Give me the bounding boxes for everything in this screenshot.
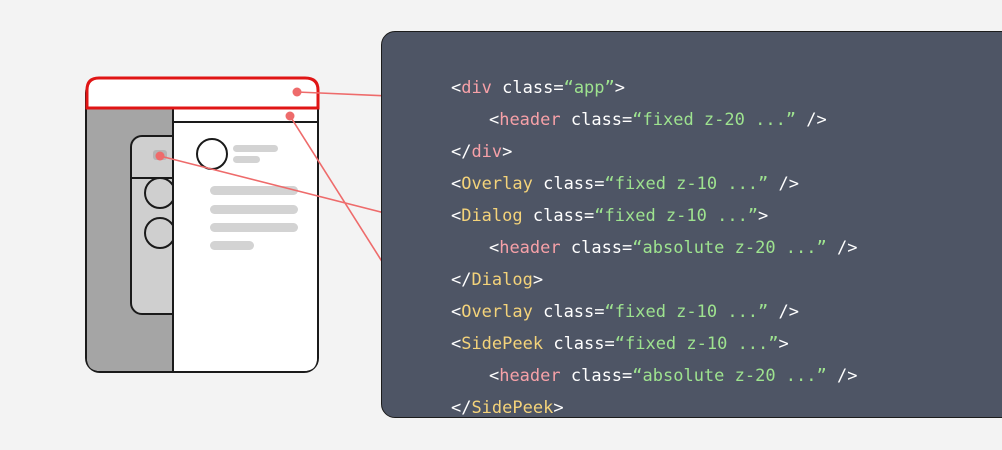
side-peek-avatar bbox=[196, 138, 228, 170]
code-token: /> bbox=[768, 174, 799, 194]
code-line-9: <SidePeek class=“fixed z-10 ...”> bbox=[410, 308, 789, 380]
code-token: class= bbox=[560, 238, 633, 258]
code-token: div bbox=[461, 78, 492, 98]
code-token: “fixed z-20 ...” bbox=[632, 110, 797, 130]
side-peek-subtitle-line bbox=[233, 156, 260, 163]
code-token: SidePeek bbox=[461, 334, 544, 354]
code-token: < bbox=[488, 238, 500, 258]
side-peek-panel bbox=[173, 108, 317, 371]
code-token: Overlay bbox=[461, 174, 533, 194]
code-token: </ bbox=[450, 270, 472, 290]
code-token: > bbox=[532, 270, 544, 290]
side-peek-text-line-2 bbox=[210, 205, 298, 214]
code-token: class= bbox=[491, 78, 564, 98]
code-token: header bbox=[499, 238, 561, 258]
code-line-11: </SidePeek> bbox=[410, 372, 564, 444]
code-token: class= bbox=[560, 110, 633, 130]
code-token: < bbox=[488, 366, 500, 386]
code-token: Dialog bbox=[461, 206, 523, 226]
code-token: > bbox=[778, 334, 789, 354]
code-token: > bbox=[502, 142, 513, 162]
connector-dot-dialog-header bbox=[155, 151, 165, 161]
code-token: “fixed z-10 ...” bbox=[614, 334, 779, 354]
code-line-5: <Dialog class=“fixed z-10 ...”> bbox=[410, 180, 768, 252]
code-token: “fixed z-10 ...” bbox=[594, 206, 759, 226]
code-token: < bbox=[450, 334, 462, 354]
code-token: /> bbox=[826, 366, 858, 386]
code-token: class= bbox=[532, 174, 605, 194]
code-token: < bbox=[488, 110, 500, 130]
code-token: < bbox=[450, 206, 462, 226]
code-line-2: <header class=“fixed z-20 ...” /> bbox=[448, 84, 827, 156]
code-line-4: <Overlay class=“fixed z-10 ...” /> bbox=[410, 148, 799, 220]
code-token: /> bbox=[768, 302, 799, 322]
code-token: > bbox=[553, 398, 564, 418]
code-token: SidePeek bbox=[471, 398, 554, 418]
code-token: div bbox=[471, 142, 503, 162]
code-token: Dialog bbox=[471, 270, 533, 290]
side-peek-text-line-1 bbox=[210, 186, 298, 195]
connector-dot-app-header bbox=[292, 87, 302, 97]
side-peek-text-line-3 bbox=[210, 223, 298, 232]
code-token: Overlay bbox=[461, 302, 533, 322]
code-token: class= bbox=[532, 302, 605, 322]
code-token: > bbox=[758, 206, 769, 226]
code-line-6: <header class=“absolute z-20 ...” /> bbox=[448, 212, 858, 284]
code-token: header bbox=[499, 110, 561, 130]
code-token: “absolute z-20 ...” bbox=[632, 238, 827, 258]
code-token: class= bbox=[560, 366, 633, 386]
code-token: </ bbox=[450, 398, 472, 418]
code-line-3: </div> bbox=[410, 116, 512, 188]
code-panel: <div class=“app”> <header class=“fixed z… bbox=[381, 31, 1002, 418]
dialog-avatar-1 bbox=[144, 177, 176, 209]
connector-dot-side-peek-header bbox=[285, 111, 295, 121]
code-token: class= bbox=[543, 334, 615, 354]
code-token: “fixed z-10 ...” bbox=[604, 302, 769, 322]
code-token: “app” bbox=[563, 78, 615, 98]
code-token: “fixed z-10 ...” bbox=[604, 174, 769, 194]
code-line-1: <div class=“app”> bbox=[410, 52, 625, 124]
code-token: /> bbox=[826, 238, 858, 258]
code-token: class= bbox=[522, 206, 595, 226]
code-token: /> bbox=[796, 110, 827, 130]
code-token: < bbox=[450, 174, 462, 194]
code-line-7: </Dialog> bbox=[410, 244, 543, 316]
side-peek-title-line bbox=[233, 145, 278, 152]
code-token: < bbox=[450, 78, 462, 98]
code-token: < bbox=[450, 302, 462, 322]
code-token: “absolute z-20 ...” bbox=[632, 366, 827, 386]
code-line-10: <header class=“absolute z-20 ...” /> bbox=[448, 340, 858, 412]
dialog-avatar-2 bbox=[144, 217, 176, 249]
browser-window-illustration bbox=[85, 76, 320, 373]
app-header-highlight bbox=[85, 76, 320, 110]
code-token: header bbox=[499, 366, 561, 386]
code-token: > bbox=[614, 78, 626, 98]
side-peek-text-line-4 bbox=[210, 241, 254, 250]
code-line-8: <Overlay class=“fixed z-10 ...” /> bbox=[410, 276, 799, 348]
code-token: </ bbox=[450, 142, 472, 162]
